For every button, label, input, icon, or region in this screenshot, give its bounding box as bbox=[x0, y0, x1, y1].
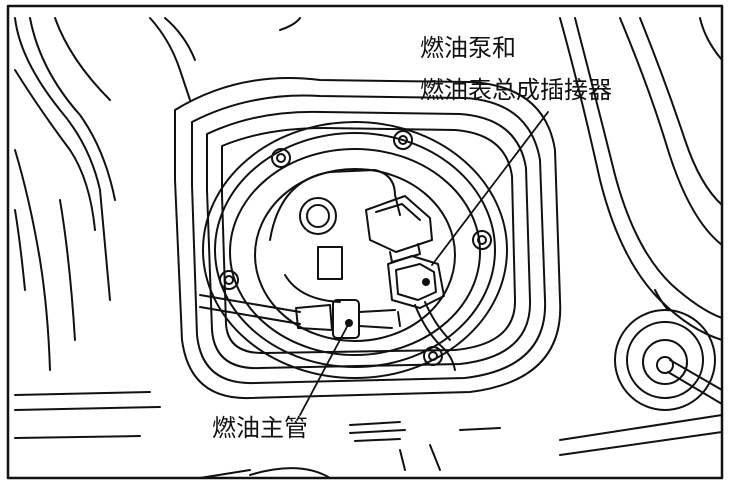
frame-border bbox=[6, 4, 724, 480]
leader-line-connector bbox=[431, 111, 549, 266]
fuel-main-pipe bbox=[199, 294, 396, 339]
connector-label-line1: 燃油泵和 bbox=[420, 34, 516, 62]
leader-line-pipe bbox=[299, 322, 350, 416]
main-pipe-label: 燃油主管 bbox=[212, 414, 308, 442]
body-panel-left bbox=[14, 17, 301, 439]
flange-bolts bbox=[219, 130, 492, 366]
bottom-details bbox=[199, 421, 501, 479]
body-panel-right bbox=[559, 17, 723, 456]
connector-housing bbox=[365, 195, 456, 371]
pump-flange bbox=[202, 121, 508, 379]
connector-label-line2: 燃油表总成插接器 bbox=[420, 76, 612, 104]
access-opening bbox=[174, 77, 562, 400]
rubber-grommet bbox=[614, 289, 723, 411]
